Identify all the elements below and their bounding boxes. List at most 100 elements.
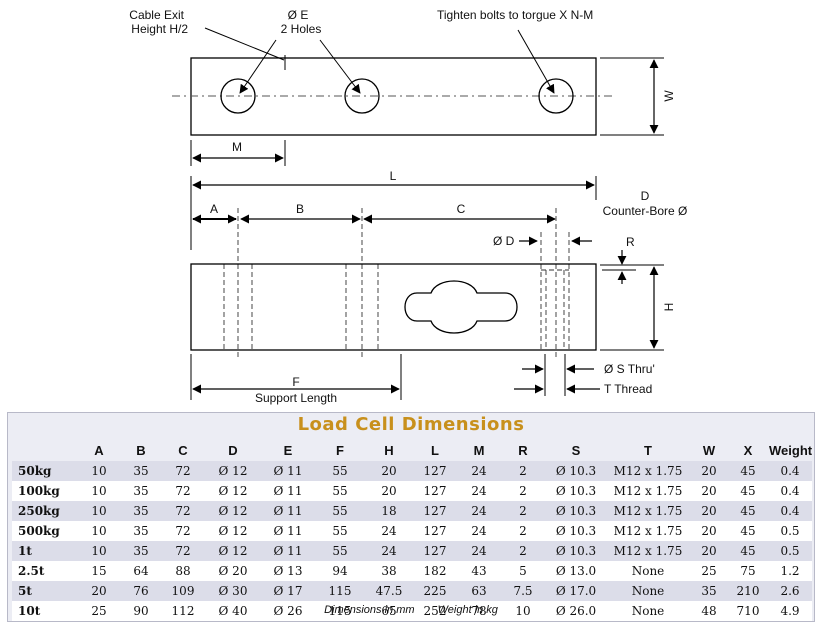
- table-cell: 47.5: [366, 581, 412, 601]
- mount-hole-mid: [344, 78, 380, 114]
- mount-hole-right: [538, 78, 574, 114]
- table-cell: 55: [314, 501, 366, 521]
- table-cell: 20: [690, 481, 728, 501]
- strain-pocket: [404, 280, 518, 334]
- table-cell: 2: [500, 481, 546, 501]
- weight-note: Weight in kg: [437, 604, 498, 616]
- table-cell: 63: [458, 581, 500, 601]
- table-cell: 88: [162, 561, 204, 581]
- table-cell: 112: [162, 601, 204, 621]
- table-cell: 10: [78, 461, 120, 481]
- table-cell: 38: [366, 561, 412, 581]
- table-cell: Ø 11: [262, 481, 314, 501]
- column-header: X: [743, 442, 753, 458]
- table-cell: 115: [314, 601, 366, 621]
- table-cell: 127: [412, 541, 458, 561]
- column-header: A: [94, 442, 104, 458]
- d-label: D: [641, 189, 650, 203]
- table-cell: 94: [314, 561, 366, 581]
- table-cell: 48: [690, 601, 728, 621]
- column-header: B: [136, 442, 146, 458]
- table-cell: 24: [366, 521, 412, 541]
- hole-hidden-lines: [223, 208, 570, 360]
- h-label: H: [662, 303, 676, 312]
- table-cell: 45: [728, 541, 768, 561]
- table-cell: 4.9: [768, 601, 812, 621]
- table-cell: 35: [120, 521, 162, 541]
- column-header: M: [473, 442, 485, 458]
- table-cell: 20: [690, 541, 728, 561]
- column-header: S: [571, 442, 581, 458]
- column-header: R: [518, 442, 528, 458]
- table-cell: 127: [412, 521, 458, 541]
- table-cell: 10: [78, 541, 120, 561]
- table-cell: M12 x 1.75: [606, 541, 690, 561]
- f-label: F: [292, 375, 299, 389]
- table-cell: 252: [412, 601, 458, 621]
- table-cell: None: [606, 581, 690, 601]
- mount-hole-left: [220, 78, 256, 114]
- table-cell: 182: [412, 561, 458, 581]
- table-cell: 2: [500, 501, 546, 521]
- table-cell: 15: [78, 561, 120, 581]
- table-cell: None: [606, 601, 690, 621]
- table-cell: 20: [690, 521, 728, 541]
- table-cell: 45: [728, 521, 768, 541]
- table-cell: 45: [728, 461, 768, 481]
- table-cell: 127: [412, 461, 458, 481]
- column-header: D: [228, 442, 238, 458]
- table-cell: M12 x 1.75: [606, 501, 690, 521]
- table-cell: Ø 10.3: [546, 481, 606, 501]
- row-label: 500kg: [12, 521, 78, 541]
- table-cell: 10: [78, 481, 120, 501]
- dia-d-label: Ø D: [493, 234, 515, 248]
- table-cell: 35: [120, 501, 162, 521]
- table-cell: Ø 13.0: [546, 561, 606, 581]
- table-cell: 72: [162, 461, 204, 481]
- column-header: F: [336, 442, 344, 458]
- table-cell: 0.4: [768, 461, 812, 481]
- table-cell: 0.5: [768, 541, 812, 561]
- row-label: 100kg: [12, 481, 78, 501]
- cable-exit-leader: [204, 27, 285, 61]
- dia-e-leader-left: [239, 39, 277, 94]
- table-cell: Ø 12: [204, 521, 262, 541]
- l-label: L: [390, 169, 397, 183]
- table-cell: 20: [690, 501, 728, 521]
- table-cell: 2: [500, 461, 546, 481]
- table-cell: 78: [458, 601, 500, 621]
- table-cell: 72: [162, 481, 204, 501]
- table-cell: 35: [120, 461, 162, 481]
- table-cell: 55: [314, 481, 366, 501]
- t-thread-label: T Thread: [604, 382, 652, 396]
- row-label: 50kg: [12, 461, 78, 481]
- table-cell: Ø 30: [204, 581, 262, 601]
- table-cell: Ø 10.3: [546, 521, 606, 541]
- table-cell: Ø 40: [204, 601, 262, 621]
- side-view-body: [190, 263, 597, 351]
- cable-height-label: Height H/2: [131, 22, 188, 36]
- dia-e-label: Ø E: [288, 8, 309, 22]
- column-header: E: [283, 442, 293, 458]
- m-label: M: [232, 140, 242, 154]
- units-note: Dimensions in mm: [324, 604, 415, 616]
- table-cell: 35: [690, 581, 728, 601]
- table-cell: 76: [120, 581, 162, 601]
- table-cell: 65: [366, 601, 412, 621]
- table-cell: 225: [412, 581, 458, 601]
- table-cell: Ø 11: [262, 461, 314, 481]
- table-cell: 127: [412, 501, 458, 521]
- column-header: L: [431, 442, 439, 458]
- load-cell-drawing: Cable Exit Height H/2 Ø E 2 Holes Tighte…: [129, 8, 687, 405]
- table-title: Load Cell Dimensions: [297, 414, 525, 435]
- a-label: A: [210, 202, 218, 216]
- c-label: C: [457, 202, 466, 216]
- table-cell: Ø 12: [204, 481, 262, 501]
